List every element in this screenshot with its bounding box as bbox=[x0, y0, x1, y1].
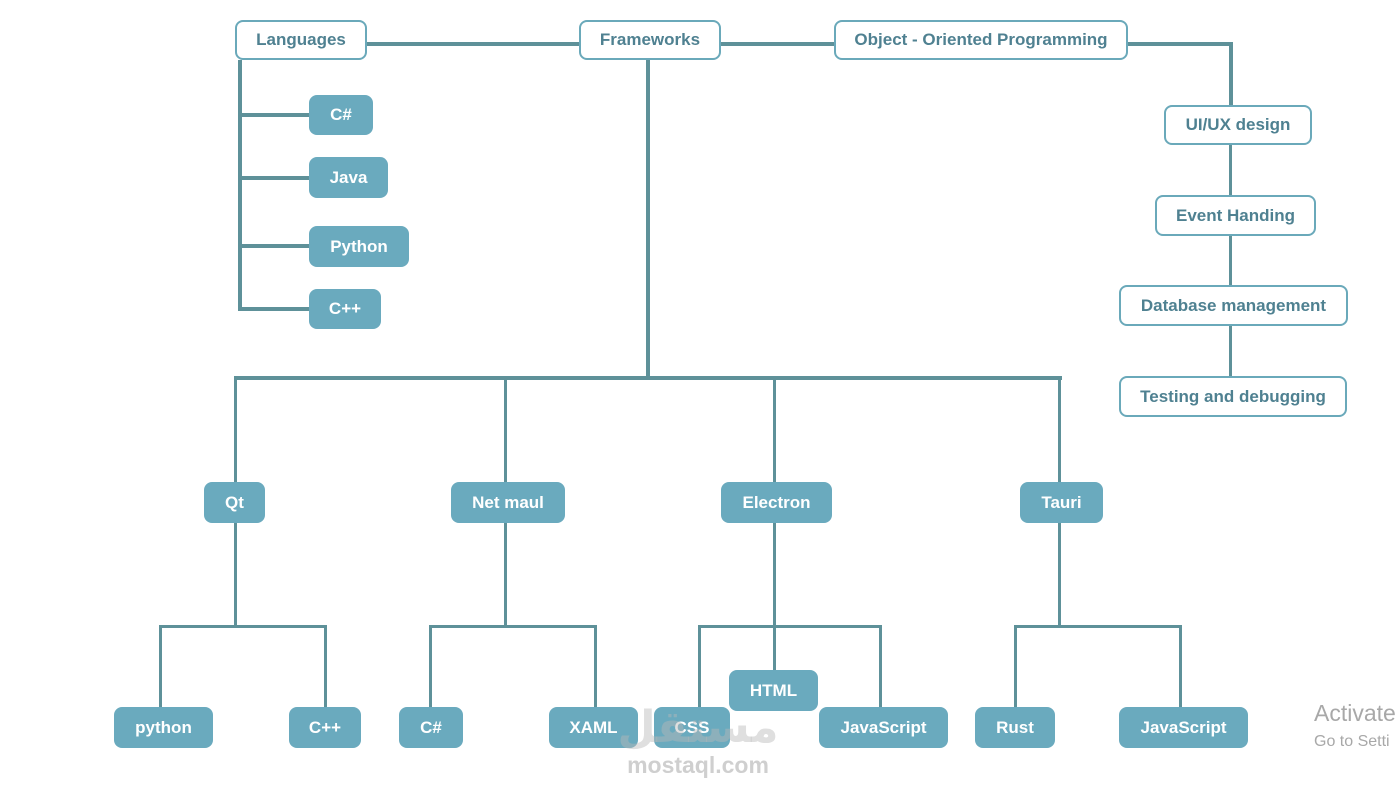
language-python-node: Python bbox=[309, 226, 409, 267]
testing-debugging-node: Testing and debugging bbox=[1119, 376, 1347, 417]
connector-line bbox=[1128, 42, 1233, 46]
connector-line bbox=[646, 60, 650, 380]
connector-line bbox=[698, 625, 701, 709]
activation-subtitle: Go to Setti bbox=[1314, 733, 1390, 750]
connector-line bbox=[594, 625, 597, 709]
netmaui-xaml-node: XAML bbox=[549, 707, 638, 748]
qt-cpp-node: C++ bbox=[289, 707, 361, 748]
electron-html-node: HTML bbox=[729, 670, 818, 711]
netmaui-csharp-node: C# bbox=[399, 707, 463, 748]
connector-line bbox=[1229, 235, 1232, 287]
connector-line bbox=[234, 521, 237, 627]
electron-javascript-node: JavaScript bbox=[819, 707, 948, 748]
connector-line bbox=[234, 376, 237, 484]
connector-line bbox=[429, 625, 432, 709]
language-csharp-node: C# bbox=[309, 95, 373, 135]
connector-line bbox=[238, 113, 310, 117]
connector-line bbox=[1229, 145, 1232, 197]
framework-electron-node: Electron bbox=[721, 482, 832, 523]
tauri-javascript-node: JavaScript bbox=[1119, 707, 1248, 748]
framework-qt-node: Qt bbox=[204, 482, 265, 523]
connector-line bbox=[429, 625, 597, 628]
connector-line bbox=[238, 60, 242, 311]
connector-line bbox=[721, 42, 835, 46]
connector-line bbox=[234, 376, 1062, 380]
connector-line bbox=[238, 244, 310, 248]
connector-line bbox=[1229, 325, 1232, 377]
framework-netmaui-node: Net maul bbox=[451, 482, 565, 523]
connector-line bbox=[1179, 625, 1182, 709]
tauri-rust-node: Rust bbox=[975, 707, 1055, 748]
windows-activation-notice: Activate Go to Setti bbox=[1314, 700, 1396, 751]
frameworks-node: Frameworks bbox=[579, 20, 721, 60]
database-management-node: Database management bbox=[1119, 285, 1348, 326]
language-cpp-node: C++ bbox=[309, 289, 381, 329]
framework-tauri-node: Tauri bbox=[1020, 482, 1103, 523]
qt-python-node: python bbox=[114, 707, 213, 748]
oop-node: Object - Oriented Programming bbox=[834, 20, 1128, 60]
connector-line bbox=[773, 521, 776, 673]
language-java-node: Java bbox=[309, 157, 388, 198]
connector-line bbox=[238, 307, 310, 311]
connector-line bbox=[1014, 625, 1017, 709]
connector-line bbox=[159, 625, 327, 628]
connector-line bbox=[1014, 625, 1182, 628]
connector-line bbox=[504, 376, 507, 484]
connector-line bbox=[504, 521, 507, 627]
connector-line bbox=[238, 176, 310, 180]
connector-line bbox=[1229, 42, 1233, 106]
connector-line bbox=[879, 625, 882, 709]
connector-line bbox=[698, 625, 882, 628]
activation-title: Activate bbox=[1314, 700, 1396, 726]
connector-line bbox=[1058, 376, 1061, 484]
electron-css-node: CSS bbox=[654, 707, 730, 748]
connector-line bbox=[367, 42, 580, 46]
connector-line bbox=[773, 376, 776, 484]
connector-line bbox=[159, 625, 162, 709]
watermark-domain: mostaql.com bbox=[627, 752, 769, 778]
connector-line bbox=[1058, 521, 1061, 627]
uiux-design-node: UI/UX design bbox=[1164, 105, 1312, 145]
languages-node: Languages bbox=[235, 20, 367, 60]
event-handing-node: Event Handing bbox=[1155, 195, 1316, 236]
connector-line bbox=[324, 625, 327, 709]
